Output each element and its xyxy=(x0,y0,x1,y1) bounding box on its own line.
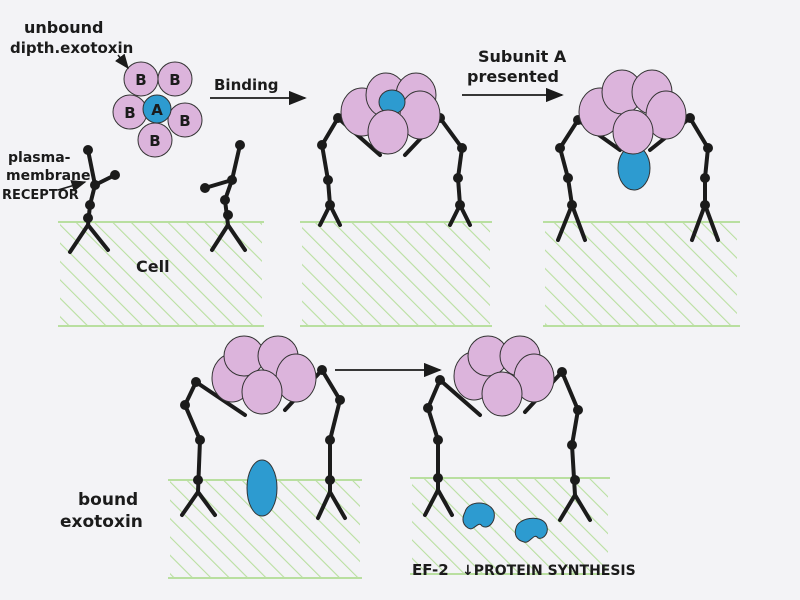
bound-receptor-pair-4 xyxy=(180,365,347,520)
label-subunit-a: Subunit A xyxy=(478,47,567,66)
label-binding: Binding xyxy=(214,76,279,94)
toxin-label-b: B xyxy=(179,112,190,130)
subunit-a-inside-cell xyxy=(246,459,278,517)
bound-toxin-3 xyxy=(578,69,687,191)
receptor-free-left xyxy=(68,145,120,254)
unbound-toxin: B B B B B A xyxy=(112,61,203,158)
bound-toxin-5 xyxy=(453,335,555,417)
label-protein-synthesis: ↓PROTEIN SYNTHESIS xyxy=(462,563,636,579)
ef2-fragments xyxy=(462,502,548,543)
cell-membrane-2 xyxy=(300,221,492,327)
toxin-label-a: A xyxy=(151,101,163,119)
bound-toxin-2 xyxy=(340,72,441,155)
label-cell: Cell xyxy=(136,257,170,276)
bound-toxin-4 xyxy=(211,335,317,415)
receptor-free-right xyxy=(200,140,247,252)
label-plasma: plasma- xyxy=(8,150,71,166)
toxin-label-b: B xyxy=(124,104,135,122)
cell-membrane-1 xyxy=(58,221,264,327)
toxin-label-b: B xyxy=(135,71,146,89)
cell-membrane-3 xyxy=(543,221,740,327)
label-presented: presented xyxy=(467,67,559,86)
label-receptor: RECEPTOR xyxy=(2,188,79,203)
label-dipth-exotoxin: dipth.exotoxin xyxy=(10,39,133,57)
label-unbound: unbound xyxy=(24,18,103,37)
toxin-label-b: B xyxy=(149,132,160,150)
bound-receptor-pair-5 xyxy=(423,367,592,522)
label-ef2: EF-2 xyxy=(412,561,449,579)
label-bound: bound xyxy=(78,490,138,510)
label-exotoxin: exotoxin xyxy=(60,512,143,532)
arrow-toxin-label xyxy=(115,53,129,70)
arrow-receptor-label xyxy=(57,180,87,192)
toxin-label-b: B xyxy=(169,71,180,89)
label-membrane: membrane xyxy=(6,168,91,184)
